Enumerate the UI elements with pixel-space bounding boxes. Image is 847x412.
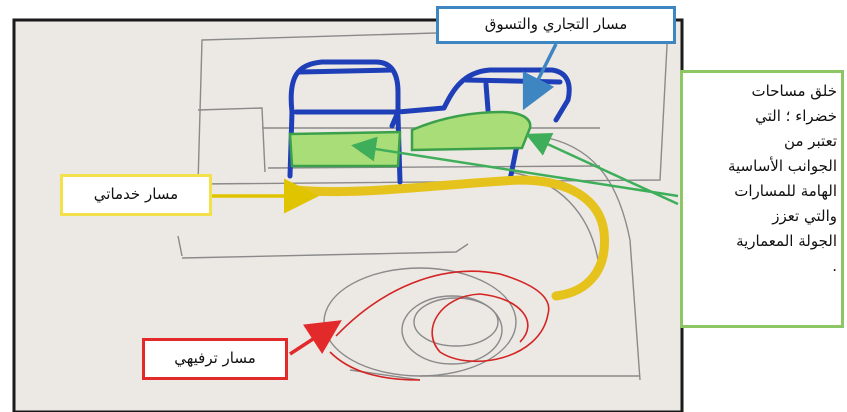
green-space-callout: خلق مساحات خضراء ؛ التي تعتبر من الجوانب… <box>680 70 844 328</box>
callout-line: الجولة المعمارية <box>736 232 837 250</box>
callout-line: . <box>832 257 837 275</box>
callout-line: تعتبر من <box>784 132 837 150</box>
commercial-route-label: مسار التجاري والتسوق <box>436 6 676 44</box>
paper-sheet <box>12 18 684 412</box>
service-route <box>291 175 609 301</box>
callout-line: خلق مساحات <box>751 82 837 100</box>
commercial-route <box>287 59 572 185</box>
callout-line: خضراء ؛ التي <box>755 107 837 125</box>
green-arrow-left <box>351 136 679 198</box>
callout-line: الهامة للمسارات <box>734 182 837 200</box>
callout-line: والتي تعزز <box>772 207 837 225</box>
leisure-route <box>329 270 550 381</box>
service-route-label: مسار خدماتي <box>60 174 212 216</box>
shopping-arrow <box>522 43 558 111</box>
green-arrow-right <box>525 132 679 206</box>
leisure-arrow <box>289 320 342 356</box>
leisure-route-label: مسار ترفيهي <box>142 338 288 380</box>
pencil-outline <box>177 25 669 381</box>
callout-line: الجوانب الأساسية <box>727 157 837 175</box>
